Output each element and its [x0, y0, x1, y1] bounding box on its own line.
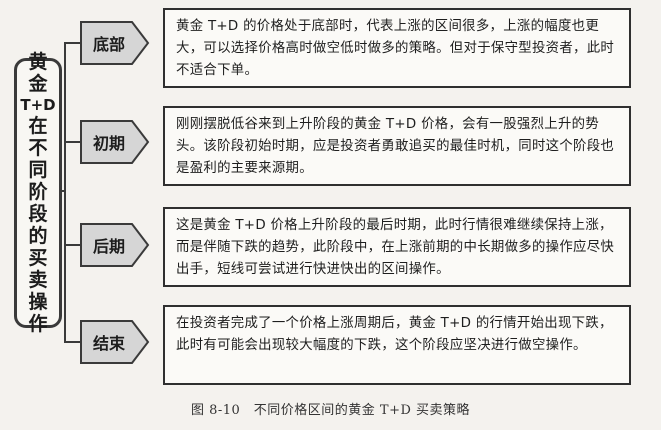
connector-branch	[64, 341, 82, 343]
title-char: T+D	[20, 96, 56, 114]
diagram-title-box: 黄 金 T+D 在 不 同 阶 段 的 买 卖 操 作	[14, 51, 62, 335]
connector-vertical	[64, 42, 66, 342]
stage-description: 黄金 T+D 的价格处于底部时，代表上涨的区间很多，上涨的幅度也更大，可以选择价…	[163, 8, 631, 88]
title-char: 同	[28, 159, 48, 181]
stage-label: 初期	[92, 134, 125, 153]
title-char: 操	[28, 291, 48, 313]
stage-label: 底部	[92, 35, 125, 54]
figure-caption: 图 8-10 不同价格区间的黄金 T+D 买卖策略	[190, 403, 471, 418]
stage-arrow-late: 后期	[80, 223, 150, 267]
title-char: 黄	[28, 51, 48, 73]
title-char: 买	[28, 247, 48, 269]
title-char: 阶	[28, 181, 48, 203]
connector-joint	[60, 190, 66, 192]
arrow-shape-icon	[80, 223, 150, 267]
stage-arrow-bottom: 底部	[80, 21, 150, 65]
stage-label: 后期	[92, 237, 125, 256]
arrow-shape-icon	[80, 320, 150, 364]
stage-label: 结束	[92, 334, 125, 353]
connector-branch	[64, 244, 82, 246]
title-char: 的	[28, 225, 48, 247]
connector-branch	[64, 141, 82, 143]
arrow-shape-icon	[80, 21, 150, 65]
stage-arrow-end: 结束	[80, 320, 150, 364]
title-char: 作	[28, 313, 48, 335]
title-char: 不	[28, 137, 48, 159]
stage-description: 这是黄金 T+D 价格上升阶段的最后时期，此时行情很难继续保持上涨，而是伴随下跌…	[163, 207, 631, 287]
title-char: 段	[28, 203, 48, 225]
stage-description: 刚刚摆脱低谷来到上升阶段的黄金 T+D 价格，会有一股强烈上升的势头。该阶段初始…	[163, 106, 631, 186]
stage-arrow-early: 初期	[80, 120, 150, 164]
title-char: 金	[28, 73, 48, 95]
title-char: 在	[28, 115, 48, 137]
title-char: 卖	[28, 269, 48, 291]
stage-description: 在投资者完成了一个价格上涨周期后，黄金 T+D 的行情开始出现下跌，此时有可能会…	[163, 305, 631, 385]
arrow-shape-icon	[80, 120, 150, 164]
connector-branch	[64, 42, 82, 44]
